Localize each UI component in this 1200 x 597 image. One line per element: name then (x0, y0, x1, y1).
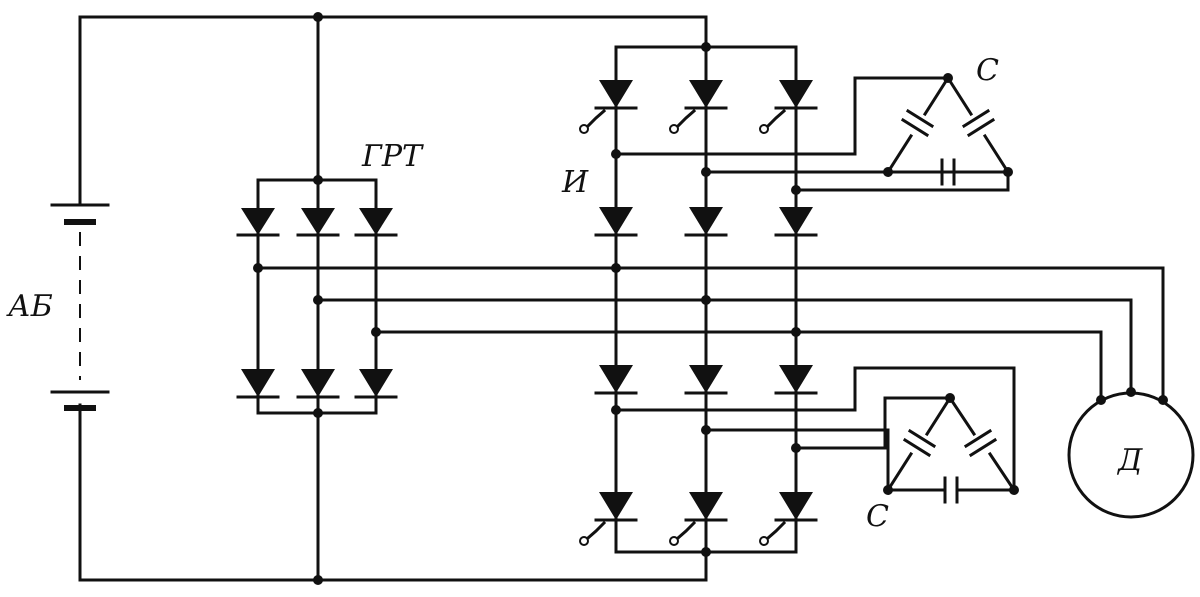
inverter-diode (684, 365, 728, 395)
phase-lines (256, 266, 1165, 402)
inverter-thyristor (669, 80, 728, 134)
capacitor-delta-bottom (614, 366, 1019, 504)
inverter-thyristor (579, 80, 638, 134)
capacitors-top-label: С (976, 53, 999, 88)
battery-label: АБ (6, 289, 53, 324)
inverter-thyristor (759, 80, 818, 134)
inverter-diode (594, 365, 638, 395)
rectifier-bridge (236, 175, 398, 418)
rectifier-label: ГРТ (361, 139, 424, 174)
inverter-diode (684, 207, 728, 237)
rectifier-diode (354, 208, 398, 237)
capacitor-delta-top (614, 73, 1013, 192)
inverter (579, 42, 818, 557)
inverter-diode (774, 365, 818, 395)
battery (50, 203, 110, 411)
motor (1067, 387, 1195, 519)
motor-label: Д (1116, 443, 1143, 478)
main-bus (78, 12, 708, 585)
inverter-label: И (561, 165, 589, 200)
inverter-diode (774, 207, 818, 237)
rectifier-diode (236, 208, 280, 237)
rectifier-diode (354, 369, 398, 399)
inverter-diode (594, 207, 638, 237)
rectifier-diode (296, 208, 340, 237)
capacitors-bottom-label: С (866, 499, 889, 534)
inverter-thyristor (669, 492, 728, 546)
rectifier-diode (236, 369, 280, 399)
inverter-thyristor (579, 492, 638, 546)
inverter-thyristor (759, 492, 818, 546)
rectifier-diode (296, 369, 340, 399)
